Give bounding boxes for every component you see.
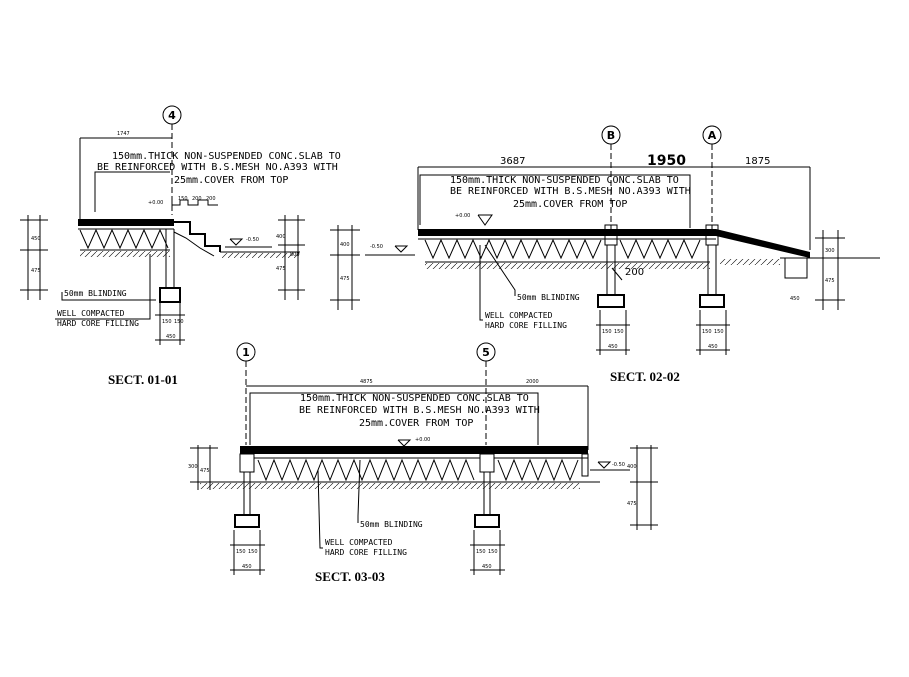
svg-text:150: 150 (488, 549, 498, 555)
hardcore-filling (79, 228, 169, 250)
section-title-03: SECT. 03-03 (315, 569, 385, 584)
svg-text:800: 800 (290, 252, 300, 258)
footing (474, 514, 500, 528)
svg-text:150: 150 (614, 329, 624, 335)
svg-text:+0.00: +0.00 (415, 437, 430, 443)
svg-text:475: 475 (200, 468, 210, 474)
footing (159, 287, 181, 303)
section-title-01: SECT. 01-01 (108, 372, 178, 387)
svg-text:450: 450 (708, 344, 718, 350)
svg-text:450: 450 (166, 334, 176, 340)
ramp (716, 229, 810, 258)
slab-note-line1: 150mm.THICK NON-SUSPENDED CONC.SLAB TO (112, 151, 341, 162)
svg-text:-0.50: -0.50 (370, 244, 383, 250)
svg-text:300: 300 (825, 248, 835, 254)
svg-text:450: 450 (242, 564, 252, 570)
svg-text:150: 150 (702, 329, 712, 335)
dimension-2000: 2000 (526, 379, 539, 385)
svg-text:400: 400 (627, 464, 637, 470)
svg-text:450: 450 (482, 564, 492, 570)
grid-label-4: 4 (168, 109, 176, 122)
grid-label-B: B (607, 129, 615, 142)
svg-text:+0.00: +0.00 (455, 213, 470, 219)
slab-note-line1: 150mm.THICK NON-SUSPENDED CONC.SLAB TO (450, 175, 679, 186)
dimension-1875: 1875 (745, 156, 770, 167)
svg-text:450: 450 (608, 344, 618, 350)
svg-text:150: 150 (602, 329, 612, 335)
dimension-200: 200 (625, 267, 644, 278)
hardcore-filling (424, 238, 602, 260)
footing (597, 294, 625, 308)
svg-text:150: 150 (162, 319, 172, 325)
svg-text:450: 450 (31, 236, 41, 242)
svg-text:200: 200 (192, 196, 202, 202)
svg-text:475: 475 (627, 501, 637, 507)
dimension-1747: 1747 (117, 131, 130, 137)
svg-text:450: 450 (790, 296, 800, 302)
svg-text:150: 150 (476, 549, 486, 555)
section-title-02: SECT. 02-02 (610, 369, 680, 384)
svg-text:150: 150 (174, 319, 184, 325)
slab-note-line3: 25mm.COVER FROM TOP (359, 418, 473, 429)
slab-note-line2: BE REINFORCED WITH B.S.MESH NO.A393 WITH (97, 162, 338, 173)
blinding-note: 50mm BLINDING (64, 289, 127, 298)
compacted-note-1: WELL COMPACTED (57, 309, 125, 318)
note-leader (94, 171, 170, 212)
svg-text:150: 150 (714, 329, 724, 335)
slab (418, 229, 716, 236)
dimension-1950: 1950 (647, 153, 686, 169)
compacted-note-1: WELL COMPACTED (325, 538, 393, 547)
svg-text:150: 150 (248, 549, 258, 555)
footing (234, 514, 260, 528)
dimension-4875: 4875 (360, 379, 373, 385)
step-profile (174, 221, 221, 252)
svg-text:475: 475 (340, 276, 350, 282)
ground-hatch (80, 251, 170, 257)
slab-note-line3: 25mm.COVER FROM TOP (174, 175, 288, 186)
svg-text:400: 400 (340, 242, 350, 248)
svg-text:475: 475 (276, 266, 286, 272)
level-plus: +0.00 (148, 200, 163, 206)
svg-text:475: 475 (31, 268, 41, 274)
section-02-02: B A 3687 1950 1875 150mm.THICK NON-SUSPE… (330, 125, 880, 384)
footing (699, 294, 725, 308)
blinding-note: 50mm BLINDING (360, 520, 423, 529)
svg-text:300: 300 (188, 464, 198, 470)
svg-text:200: 200 (206, 196, 216, 202)
slab-note-line1: 150mm.THICK NON-SUSPENDED CONC.SLAB TO (300, 393, 529, 404)
compacted-note-2: HARD CORE FILLING (485, 321, 567, 330)
svg-text:-0.50: -0.50 (246, 237, 259, 243)
hardcore-filling (257, 458, 475, 482)
slab-note-line3: 25mm.COVER FROM TOP (513, 199, 627, 210)
section-03-03: 1 5 4875 2000 150mm.THICK NON-SUSPENDED … (188, 342, 658, 584)
compacted-note-1: WELL COMPACTED (485, 311, 553, 320)
svg-text:150: 150 (236, 549, 246, 555)
grid-label-A: A (708, 129, 717, 142)
svg-text:150: 150 (178, 196, 188, 202)
slab (78, 219, 174, 226)
section-01-01: 4 1747 150 200 200 150 150 450 (20, 105, 341, 387)
compacted-note-2: HARD CORE FILLING (57, 319, 139, 328)
svg-text:475: 475 (825, 278, 835, 284)
dimension-3687: 3687 (500, 156, 525, 167)
grid-label-1: 1 (242, 346, 250, 359)
svg-text:-0.50: -0.50 (612, 462, 625, 468)
slab-note-line2: BE REINFORCED WITH B.S.MESH NO.A393 WITH (299, 405, 540, 416)
svg-text:400: 400 (276, 234, 286, 240)
blinding-note: 50mm BLINDING (517, 293, 580, 302)
slab-note-line2: BE REINFORCED WITH B.S.MESH NO.A393 WITH (450, 186, 691, 197)
compacted-note-2: HARD CORE FILLING (325, 548, 407, 557)
slab (240, 446, 588, 454)
grid-label-5: 5 (482, 346, 490, 359)
